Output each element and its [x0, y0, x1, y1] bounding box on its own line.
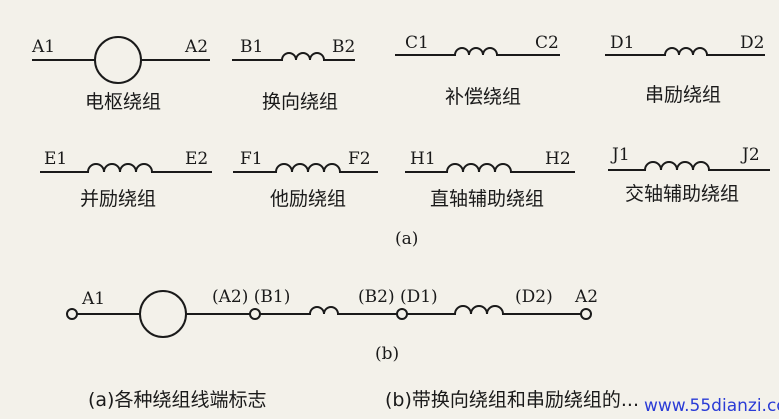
series-coil-path — [407, 305, 581, 315]
symbol-caption: 并励绕组 — [80, 188, 156, 210]
symbol-caption: 电枢绕组 — [85, 91, 161, 113]
terminal-label: A2 — [574, 287, 598, 307]
symbol-caption: 交轴辅助绕组 — [625, 183, 739, 205]
watermark: www.55dianzi.com — [644, 396, 779, 416]
terminal-label: (D2) — [515, 287, 553, 307]
coil-path — [40, 163, 212, 173]
terminal-node — [66, 308, 78, 320]
caption-b: (b)带换向绕组和串励绕组的... — [385, 389, 639, 411]
coil-path — [233, 163, 378, 173]
symbol-caption: 换向绕组 — [262, 91, 338, 113]
terminal-label: E2 — [185, 149, 208, 169]
armature-circle — [139, 290, 187, 338]
symbol-caption: 串励绕组 — [645, 84, 721, 106]
part-b-label: (b) — [375, 344, 399, 364]
terminal-label: (A2) (B1) — [212, 287, 290, 307]
symbol-quadrature-axis-aux-winding: J1 J2 交轴辅助绕组 — [608, 145, 770, 205]
terminal-label: B1 — [240, 37, 263, 57]
watermark-backdrop — [640, 390, 779, 419]
terminal-label: J2 — [740, 145, 760, 165]
symbol-series-winding: D1 D2 串励绕组 — [605, 33, 765, 106]
terminal-label: D2 — [740, 33, 764, 53]
terminal-node — [580, 308, 592, 320]
series-circuit: A1 (A2) (B1) (B2) (D1) (D2) A2 — [66, 287, 598, 338]
symbol-direct-axis-aux-winding: H1 H2 直轴辅助绕组 — [405, 149, 575, 210]
coil-path — [232, 52, 355, 61]
terminal-label: E1 — [44, 149, 67, 169]
terminal-node — [396, 308, 408, 320]
terminal-label: C2 — [535, 33, 559, 53]
symbol-caption: 补偿绕组 — [445, 86, 521, 108]
terminal-label: (B2) (D1) — [358, 287, 438, 307]
terminal-label: D1 — [610, 33, 634, 53]
coil-path — [608, 161, 770, 171]
symbol-caption: 直轴辅助绕组 — [430, 188, 544, 210]
symbol-caption: 他励绕组 — [270, 188, 346, 210]
terminal-label: F1 — [240, 149, 263, 169]
terminal-label: C1 — [405, 33, 429, 53]
part-a-label: (a) — [395, 229, 418, 249]
symbol-compensating-winding: C1 C2 补偿绕组 — [395, 33, 560, 108]
terminal-label: A1 — [31, 37, 55, 57]
armature-circle — [94, 36, 142, 84]
coil-path — [605, 47, 765, 56]
terminal-label: H2 — [545, 149, 571, 169]
symbol-separate-winding: F1 F2 他励绕组 — [233, 149, 378, 210]
terminal-label: A2 — [184, 37, 208, 57]
symbol-shunt-winding: E1 E2 并励绕组 — [40, 149, 212, 210]
terminal-label: F2 — [348, 149, 371, 169]
terminal-label: H1 — [410, 149, 436, 169]
terminal-node — [249, 308, 261, 320]
commutating-coil-path — [260, 306, 397, 315]
terminal-label: B2 — [332, 37, 355, 57]
coil-path — [395, 47, 560, 56]
coil-path — [405, 163, 575, 173]
symbol-commutating-winding: B1 B2 换向绕组 — [232, 37, 355, 113]
caption-a: (a)各种绕组线端标志 — [88, 389, 266, 411]
terminal-label: J1 — [610, 145, 630, 165]
symbol-armature: A1 A2 电枢绕组 — [31, 36, 210, 113]
terminal-label: A1 — [81, 289, 105, 309]
